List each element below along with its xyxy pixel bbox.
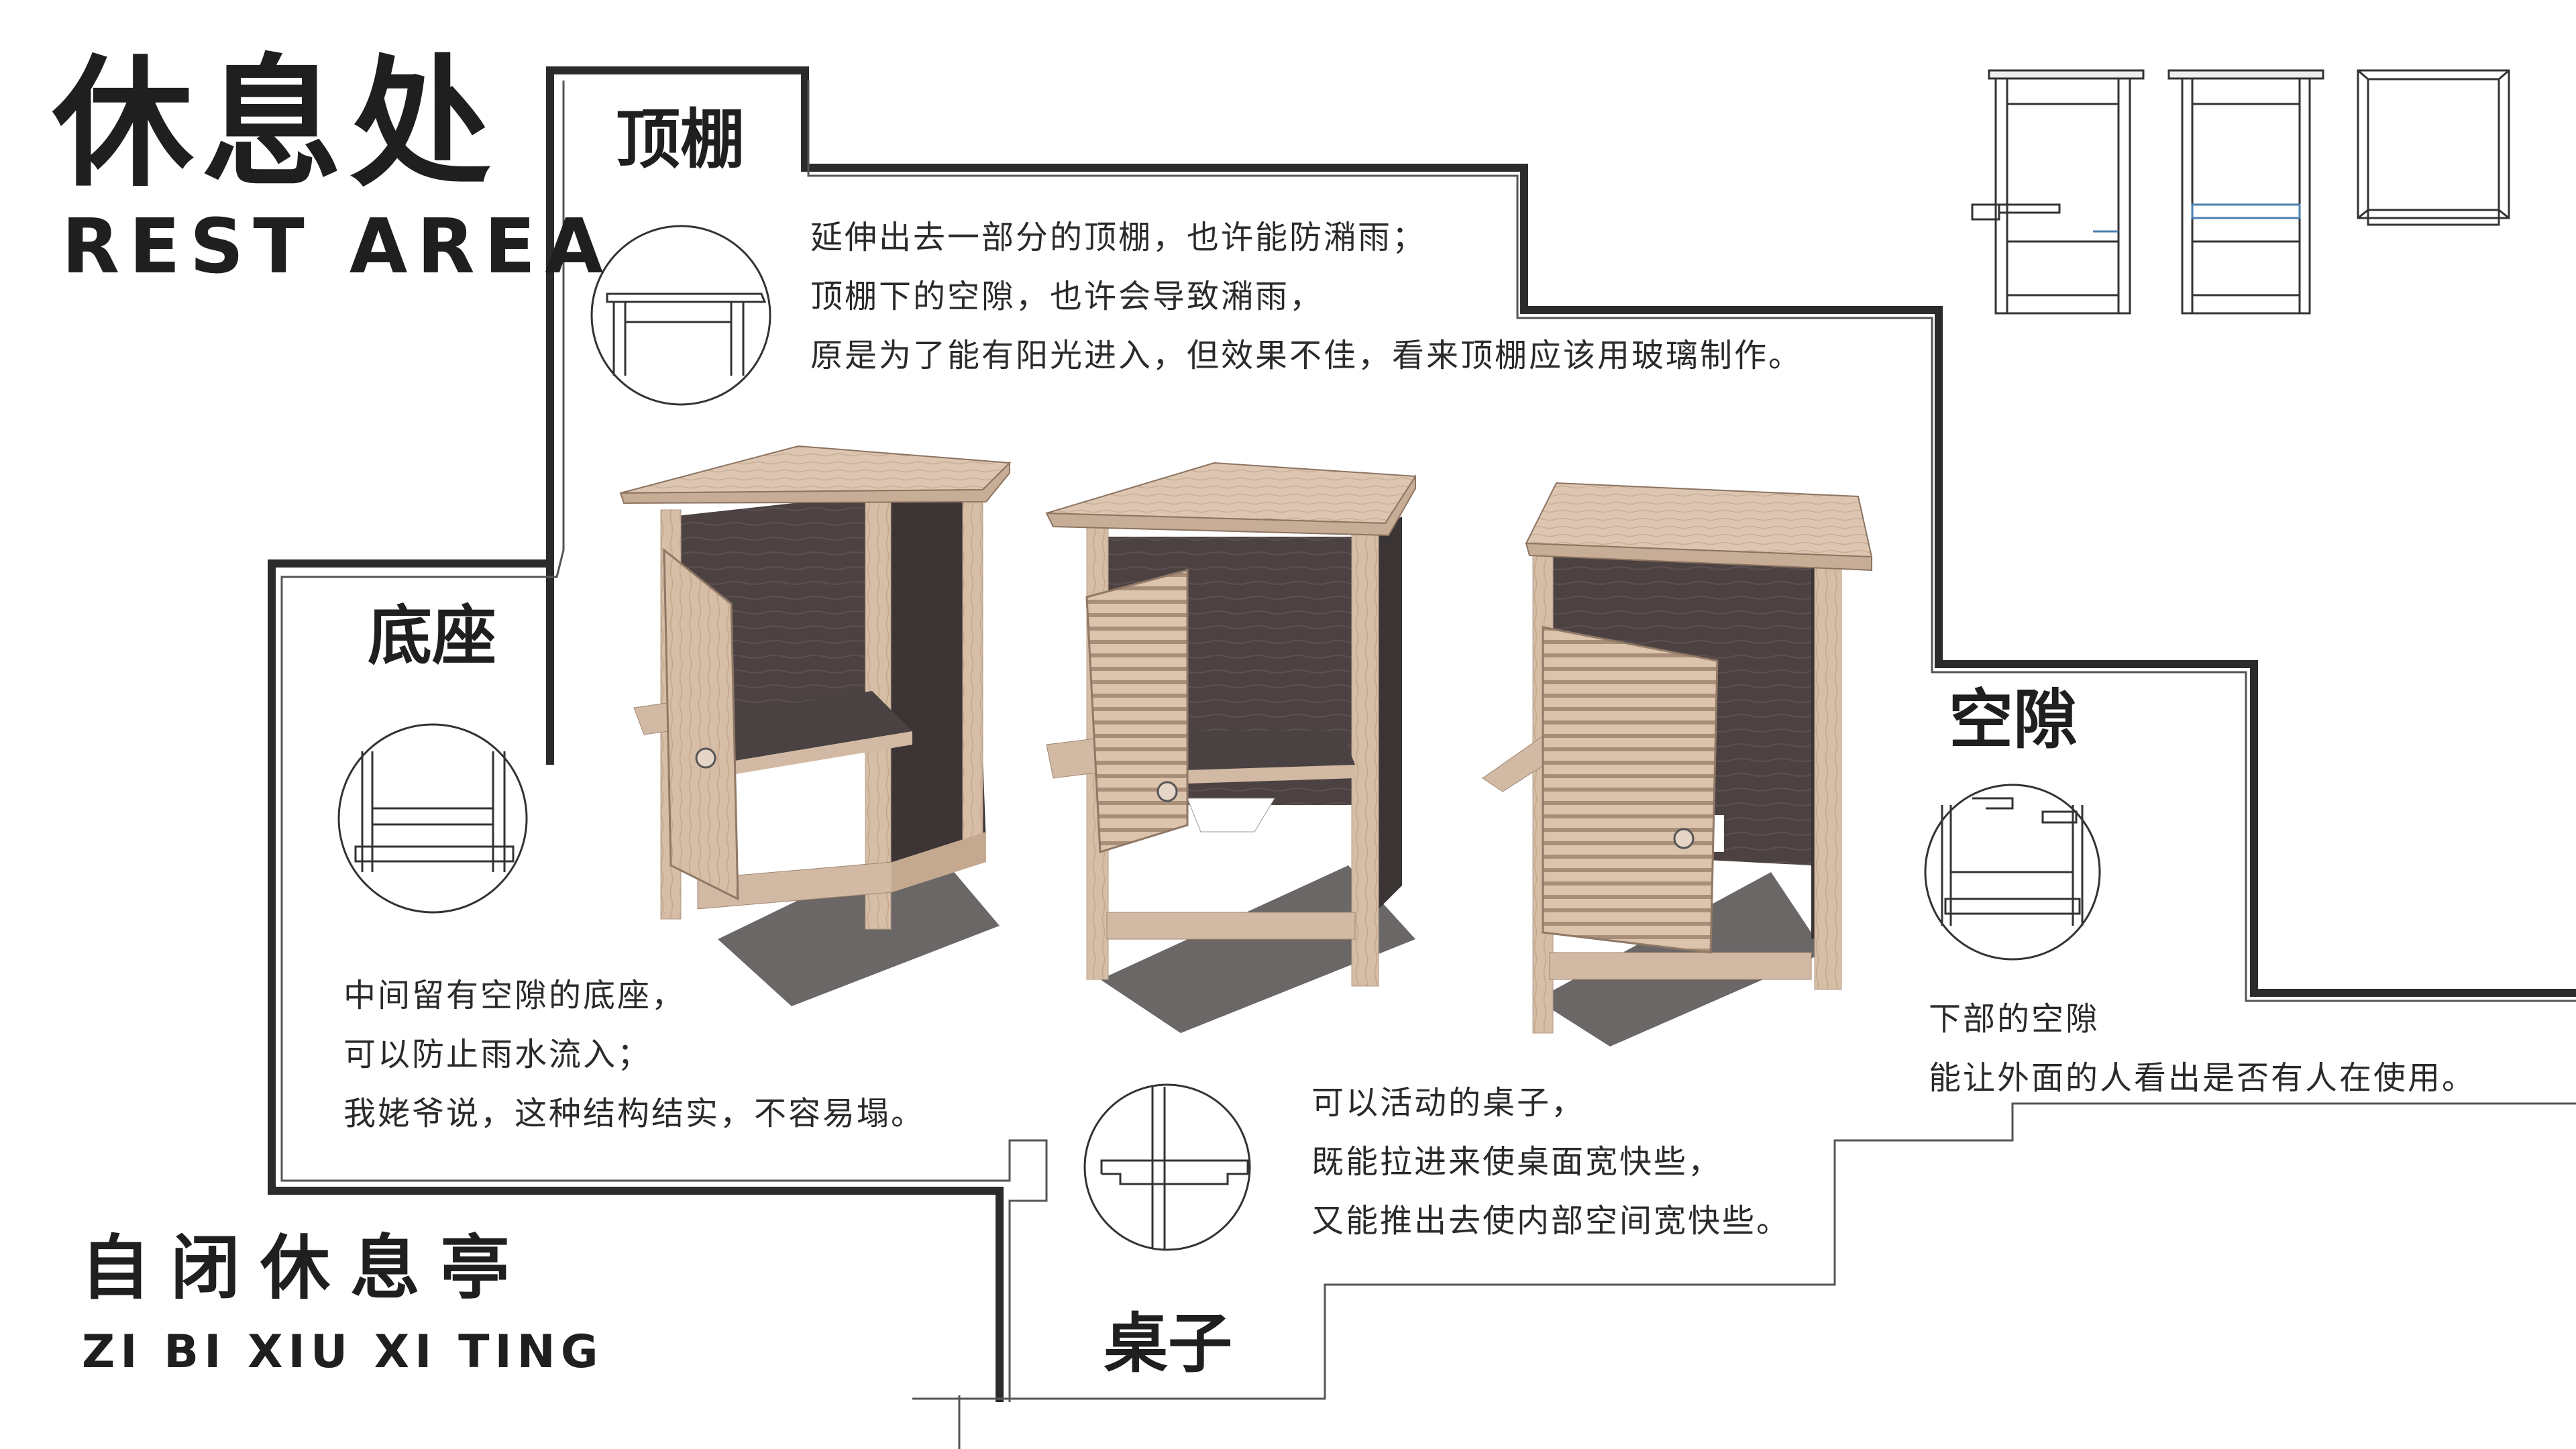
label-base: 底座	[368, 598, 496, 674]
frame-contour	[280, 80, 2576, 1449]
desc-base-line: 可以防止雨水流入；	[343, 1036, 652, 1073]
frame-outline	[268, 66, 2576, 1402]
booth-illustration-2	[1045, 462, 1417, 1033]
label-gap: 空隙	[1949, 682, 2078, 757]
booth-illustration-3	[1482, 482, 1873, 1046]
booth-illustration-1	[619, 445, 1012, 1006]
desc-table-line: 又能推出去使内部空间宽快些。	[1311, 1202, 1791, 1240]
desc-roof: 延伸出去一部分的顶棚，也许能防潲雨； 顶棚下的空隙，也许会导致潲雨， 原是为了能…	[810, 208, 1803, 385]
desc-table-line: 可以活动的桌子，	[1311, 1084, 1586, 1122]
desc-roof-line: 顶棚下的空隙，也许会导致潲雨，	[810, 278, 1324, 315]
detail-circle-roof	[590, 225, 771, 406]
page-title: 休息处	[52, 42, 500, 206]
detail-circle-gap	[1924, 784, 2101, 961]
desc-gap: 下部的空隙 能让外面的人看出是否有人在使用。	[1929, 989, 2476, 1108]
project-title: 自闭休息亭	[80, 1227, 531, 1309]
desc-roof-line: 延伸出去一部分的顶棚，也许能防潲雨；	[810, 219, 1427, 256]
desc-table-line: 既能拉进来使桌面宽快些，	[1311, 1143, 1723, 1181]
desc-table: 可以活动的桌子， 既能拉进来使桌面宽快些， 又能推出去使内部空间宽快些。	[1311, 1073, 1790, 1250]
detail-circle-table	[1083, 1083, 1251, 1251]
project-title-en: ZI BI XIU XI TING	[82, 1326, 604, 1379]
desc-gap-line: 下部的空隙	[1929, 1000, 2100, 1038]
label-table: 桌子	[1104, 1306, 1232, 1381]
desc-roof-line: 原是为了能有阳光进入，但效果不佳，看来顶棚应该用玻璃制作。	[810, 337, 1803, 374]
desc-base: 中间留有空隙的底座， 可以防止雨水流入； 我姥爷说，这种结构结实，不容易塌。	[343, 966, 925, 1143]
desc-gap-line: 能让外面的人看出是否有人在使用。	[1929, 1059, 2477, 1097]
page-title-en: REST AREA	[62, 203, 612, 290]
label-roof: 顶棚	[616, 102, 745, 177]
orthographic-views	[1971, 69, 2510, 315]
detail-circle-base	[337, 723, 528, 914]
desc-base-line: 我姥爷说，这种结构结实，不容易塌。	[343, 1095, 926, 1132]
desc-base-line: 中间留有空隙的底座，	[343, 977, 686, 1014]
